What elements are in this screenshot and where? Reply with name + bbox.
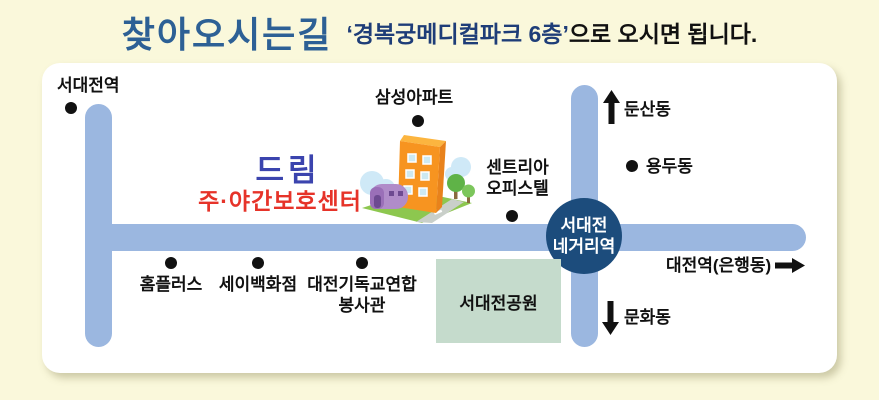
up-arrow-icon: [603, 90, 620, 129]
park-box: 서대전공원: [436, 259, 561, 343]
dot-say-dept: [252, 257, 264, 269]
dot-homeplus: [165, 257, 177, 269]
down-arrow-icon: [602, 301, 619, 340]
label-centria-line1: 센트리아: [486, 158, 549, 177]
label-centria: 센트리아 오피스텔: [470, 157, 565, 199]
destination-name: 드림: [255, 153, 321, 188]
dot-samsung-apt: [412, 115, 424, 127]
dot-seodaejeon-station: [65, 102, 77, 114]
label-dunsan: 둔산동: [624, 100, 671, 119]
right-arrow-icon: [775, 258, 805, 278]
label-homeplus: 홈플러스: [139, 275, 203, 294]
map-panel: 서대전역 삼성아파트 드림 주·야간보호센터: [42, 63, 837, 373]
label-seodaejeon-station: 서대전역: [57, 76, 120, 95]
label-christian-union-line1: 대전기독교연합: [307, 275, 417, 294]
label-christian-union: 대전기독교연합 봉사관: [297, 274, 427, 316]
label-centria-line2: 오피스텔: [486, 179, 549, 198]
station-circle-line2: 네거리역: [552, 237, 616, 256]
station-circle-line1: 서대전: [560, 216, 608, 235]
header: 찾아오시는길 ‘경복궁메디컬파크 6층’으로 오시면 됩니다.: [0, 6, 879, 58]
label-yongdu: 용두동: [646, 157, 693, 176]
label-daejeon-station: 대전역(은행동): [666, 256, 772, 275]
subtitle-highlight: ‘경복궁메디컬파크 6층’: [346, 21, 569, 47]
label-samsung-apt: 삼성아파트: [375, 88, 454, 107]
destination-subname: 주·야간보호센터: [198, 188, 362, 214]
dot-christian-union: [356, 257, 368, 269]
road-main-horizontal: [85, 224, 806, 251]
dot-centria: [506, 210, 518, 222]
label-park: 서대전공원: [459, 293, 538, 313]
label-say-dept: 세이백화점: [218, 275, 298, 294]
page-subtitle: ‘경복궁메디컬파크 6층’으로 오시면 됩니다.: [346, 15, 757, 49]
label-munhwa: 문화동: [624, 308, 671, 327]
building-illustration-icon: [356, 123, 476, 230]
dot-yongdu: [626, 160, 638, 172]
page-title: 찾아오시는길: [121, 14, 333, 55]
subtitle-rest: 으로 오시면 됩니다.: [568, 21, 758, 47]
label-christian-union-line2: 봉사관: [338, 296, 386, 315]
